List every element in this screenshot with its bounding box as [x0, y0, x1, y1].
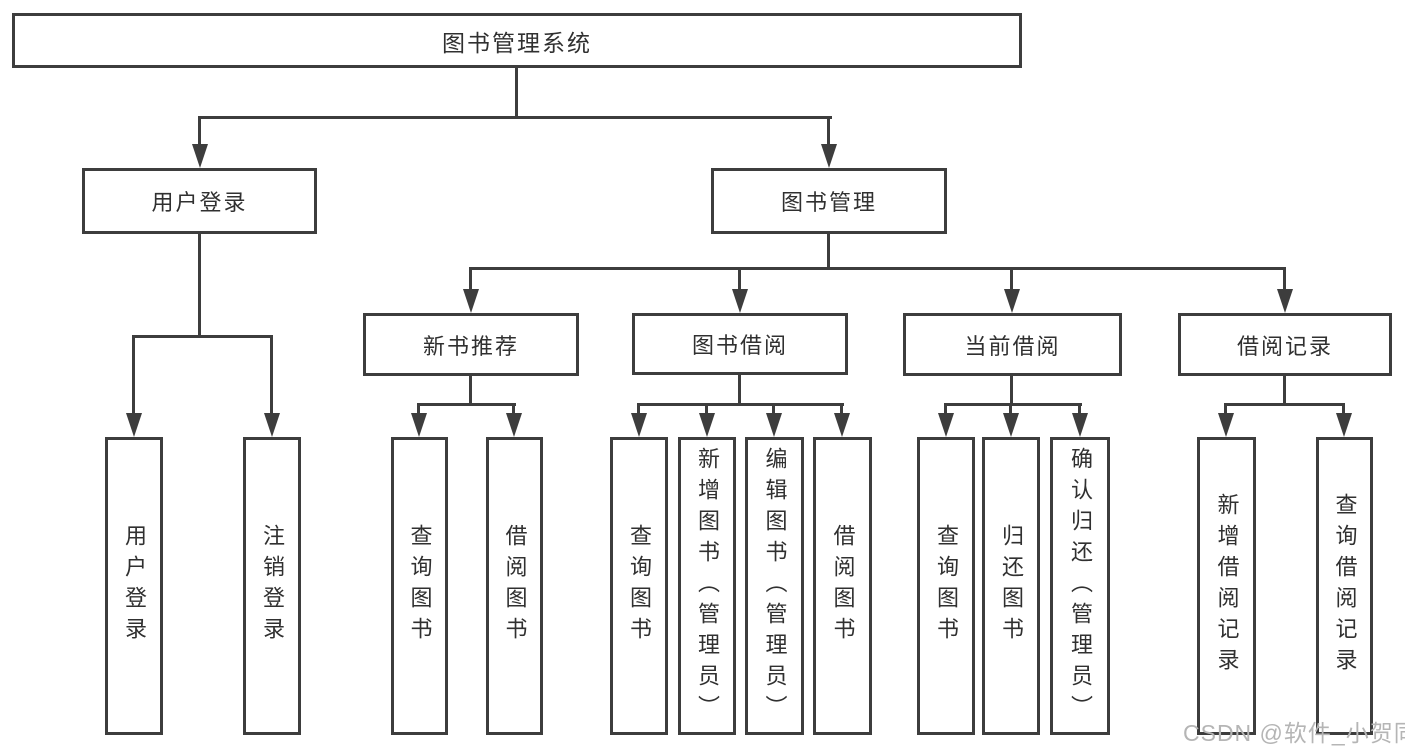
- connector-drop-logout-leaf: [270, 335, 273, 415]
- connector-drop-bb-query: [637, 403, 640, 415]
- arrowhead-br-query: [1336, 413, 1352, 437]
- connector-drop-borrow-record: [1283, 267, 1286, 291]
- arrowhead-nb-query: [411, 413, 427, 437]
- leaf-br-query-record-label: 查询借阅记录: [1332, 493, 1358, 679]
- arrowhead-new-book: [463, 289, 479, 313]
- leaf-logout-label: 注销登录: [260, 524, 285, 648]
- arrowhead-bb-query: [631, 413, 647, 437]
- arrowhead-cb-return: [1003, 413, 1019, 437]
- arrowhead-bb-add: [699, 413, 715, 437]
- connector-drop-user-login: [198, 116, 201, 146]
- leaf-nb-borrow-books-label: 借阅图书: [502, 524, 528, 648]
- arrowhead-book-management: [821, 144, 837, 168]
- connector-user-login-bus: [132, 335, 273, 338]
- connector-drop-current-borrow: [1010, 267, 1013, 291]
- connector-book-management-stem: [827, 234, 830, 270]
- connector-root-bus: [198, 116, 832, 119]
- arrowhead-cb-query: [938, 413, 954, 437]
- node-borrow-record: 借阅记录: [1178, 313, 1392, 376]
- leaf-bb-add-books-admin: 新增图书（管理员）: [678, 437, 736, 735]
- node-book-management-label: 图书管理: [780, 190, 877, 215]
- leaf-br-add-record-label: 新增借阅记录: [1214, 493, 1240, 679]
- arrowhead-nb-borrow: [506, 413, 522, 437]
- connector-root-stem: [515, 68, 518, 118]
- leaf-bb-borrow-books-label: 借阅图书: [830, 524, 856, 648]
- leaf-nb-query-books: 查询图书: [391, 437, 448, 735]
- node-new-book-recommend: 新书推荐: [363, 313, 579, 376]
- leaf-cb-return-books-label: 归还图书: [999, 524, 1024, 648]
- leaf-user-login: 用户登录: [105, 437, 163, 735]
- connector-book-borrow-bus: [637, 403, 844, 406]
- connector-book-management-bus: [469, 267, 1286, 270]
- connector-user-login-stem: [198, 234, 201, 338]
- connector-drop-nb-query: [417, 403, 420, 415]
- connector-drop-br-query: [1342, 403, 1345, 415]
- connector-new-book-bus: [417, 403, 516, 406]
- connector-drop-book-management: [827, 116, 830, 146]
- connector-drop-bb-add: [705, 403, 708, 415]
- leaf-nb-borrow-books: 借阅图书: [486, 437, 543, 735]
- arrowhead-logout-leaf: [264, 413, 280, 437]
- connector-borrow-record-bus: [1224, 403, 1345, 406]
- leaf-bb-query-books-label: 查询图书: [627, 524, 652, 648]
- node-book-borrow-label: 图书借阅: [691, 333, 788, 358]
- connector-drop-bb-borrow: [840, 403, 843, 415]
- connector-drop-new-book: [469, 267, 472, 291]
- leaf-bb-query-books: 查询图书: [610, 437, 668, 735]
- arrowhead-book-borrow: [732, 289, 748, 313]
- leaf-br-query-record: 查询借阅记录: [1316, 437, 1373, 735]
- arrowhead-br-add: [1218, 413, 1234, 437]
- leaf-logout: 注销登录: [243, 437, 301, 735]
- connector-drop-cb-confirm: [1078, 403, 1081, 415]
- connector-borrow-record-stem: [1283, 376, 1286, 406]
- connector-drop-cb-query: [944, 403, 947, 415]
- node-book-borrow: 图书借阅: [632, 313, 848, 375]
- leaf-cb-confirm-return-admin: 确认归还（管理员）: [1050, 437, 1110, 735]
- node-user-login-label: 用户登录: [151, 190, 248, 215]
- node-current-borrow: 当前借阅: [903, 313, 1122, 376]
- node-borrow-record-label: 借阅记录: [1236, 333, 1333, 359]
- node-current-borrow-label: 当前借阅: [964, 333, 1061, 359]
- leaf-cb-query-books: 查询图书: [917, 437, 975, 735]
- leaf-cb-query-books-label: 查询图书: [934, 524, 959, 648]
- leaf-user-login-label: 用户登录: [122, 524, 147, 648]
- node-root: 图书管理系统: [12, 13, 1022, 68]
- leaf-bb-borrow-books: 借阅图书: [813, 437, 872, 735]
- arrowhead-cb-confirm: [1072, 413, 1088, 437]
- connector-current-borrow-bus: [944, 403, 1082, 406]
- arrowhead-user-login: [192, 144, 208, 168]
- node-user-login: 用户登录: [82, 168, 317, 234]
- leaf-bb-add-books-admin-label: 新增图书（管理员）: [695, 446, 720, 726]
- leaf-br-add-record: 新增借阅记录: [1197, 437, 1256, 735]
- arrowhead-bb-borrow: [834, 413, 850, 437]
- arrowhead-login-leaf: [126, 413, 142, 437]
- arrowhead-bb-edit: [766, 413, 782, 437]
- leaf-cb-return-books: 归还图书: [982, 437, 1040, 735]
- connector-drop-nb-borrow: [512, 403, 515, 415]
- connector-drop-bb-edit: [772, 403, 775, 415]
- csdn-watermark: CSDN @软件_小贺同学: [1183, 720, 1405, 746]
- connector-drop-br-add: [1224, 403, 1227, 415]
- connector-drop-login-leaf: [132, 335, 135, 415]
- leaf-bb-edit-books-admin-label: 编辑图书（管理员）: [762, 446, 788, 726]
- leaf-nb-query-books-label: 查询图书: [407, 524, 433, 648]
- leaf-cb-confirm-return-admin-label: 确认归还（管理员）: [1068, 446, 1093, 726]
- connector-new-book-stem: [469, 376, 472, 406]
- node-new-book-recommend-label: 新书推荐: [422, 333, 519, 359]
- node-root-label: 图书管理系统: [442, 29, 592, 56]
- arrowhead-current-borrow: [1004, 289, 1020, 313]
- connector-book-borrow-stem: [738, 375, 741, 406]
- node-book-management: 图书管理: [711, 168, 947, 234]
- connector-drop-book-borrow: [738, 267, 741, 291]
- leaf-bb-edit-books-admin: 编辑图书（管理员）: [745, 437, 804, 735]
- connector-drop-cb-return: [1009, 403, 1012, 415]
- connector-current-borrow-stem: [1010, 376, 1013, 406]
- arrowhead-borrow-record: [1277, 289, 1293, 313]
